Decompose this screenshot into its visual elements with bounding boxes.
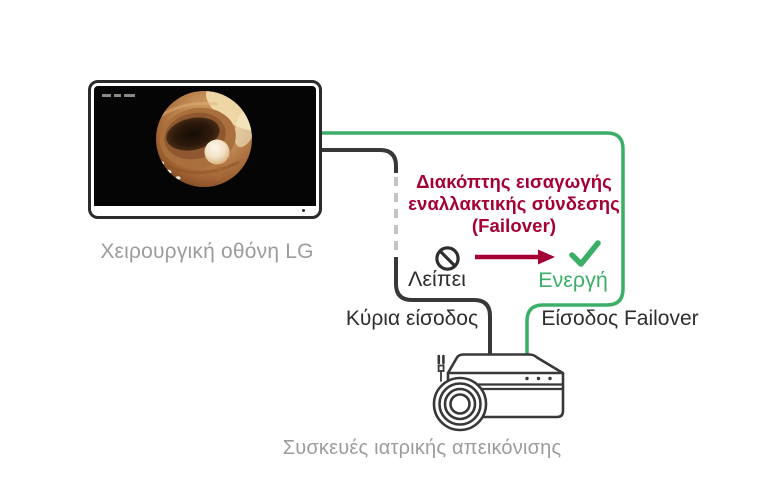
prohibition-icon bbox=[434, 245, 461, 272]
surgical-monitor bbox=[88, 80, 322, 219]
check-icon bbox=[567, 239, 603, 269]
failover-input-status: Ενεργή bbox=[538, 268, 608, 292]
monitor-caption: Χειρουργική οθόνη LG bbox=[100, 240, 314, 263]
endoscope-connector bbox=[437, 354, 445, 382]
main-cable-line-bottom bbox=[394, 257, 492, 355]
device-vent-dots bbox=[525, 376, 552, 381]
failover-input-label: Είσοδος Failover bbox=[541, 307, 699, 330]
main-cable-line-top bbox=[320, 148, 398, 173]
endoscopy-image bbox=[156, 91, 252, 187]
device-caption: Συσκευές ιατρικής απεικόνισης bbox=[282, 437, 562, 459]
main-input-status: Λείπει bbox=[408, 267, 466, 291]
failover-switch-note: Διακόπτης εισαγωγής εναλλακτικής σύνδεση… bbox=[403, 171, 625, 237]
switch-note-line1: Διακόπτης εισαγωγής bbox=[416, 171, 612, 192]
switch-note-line3: (Failover) bbox=[471, 215, 557, 236]
power-led bbox=[302, 209, 305, 212]
arrow-right-icon bbox=[473, 248, 557, 266]
switch-note-line2: εναλλακτικής σύνδεσης bbox=[408, 193, 620, 214]
screen-osd-marks bbox=[102, 94, 135, 97]
main-input-label: Κύρια είσοδος bbox=[345, 307, 479, 330]
monitor-screen bbox=[94, 86, 316, 206]
endoscope-coil bbox=[432, 376, 488, 432]
failover-cable-line bbox=[320, 131, 625, 355]
